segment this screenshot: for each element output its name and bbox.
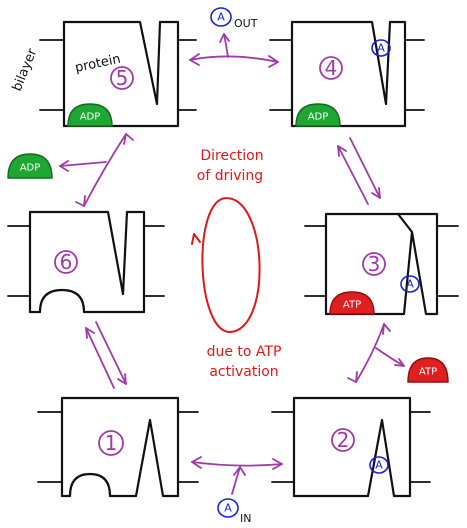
- arrow-6-5: [59, 133, 134, 207]
- substrate-a-in: A IN: [217, 498, 251, 525]
- svg-text:1: 1: [105, 431, 118, 455]
- svg-text:5: 5: [116, 66, 129, 90]
- svg-text:3: 3: [368, 252, 381, 276]
- in-label: IN: [240, 512, 251, 525]
- substrate-a-in-state-2: A: [369, 456, 389, 474]
- driving-cycle-loop: [201, 197, 261, 334]
- svg-text:4: 4: [325, 56, 338, 80]
- due-text-line1: due to ATP: [207, 344, 282, 360]
- arrow-5-4: [189, 33, 279, 68]
- state-2-box: 2 A: [271, 396, 431, 498]
- svg-text:A: A: [375, 459, 383, 472]
- svg-text:A: A: [406, 278, 414, 291]
- arrow-3-2: [347, 323, 405, 383]
- svg-text:ATP: ATP: [419, 367, 437, 378]
- svg-text:A: A: [217, 11, 225, 24]
- state-3-box: 3 A ATP: [304, 212, 459, 316]
- out-label: OUT: [234, 17, 258, 30]
- svg-text:ADP: ADP: [80, 112, 101, 123]
- bilayer-label: bilayer: [10, 46, 41, 93]
- driving-cycle-arrowhead: [191, 233, 201, 245]
- state-6-box: 6: [7, 210, 165, 314]
- state-5-marker: 5: [110, 66, 134, 90]
- atp-cap-state-3: ATP: [329, 291, 375, 315]
- svg-text:ADP: ADP: [20, 163, 41, 174]
- svg-text:2: 2: [337, 428, 350, 452]
- substrate-a-in-state-3: A: [400, 275, 420, 293]
- atp-free: ATP: [407, 357, 449, 383]
- direction-text-line1: Direction: [200, 148, 263, 164]
- state-1-marker: 1: [98, 430, 124, 456]
- svg-text:6: 6: [60, 250, 73, 274]
- svg-text:A: A: [377, 42, 385, 55]
- state-3-marker: 3: [362, 252, 386, 276]
- substrate-a-out: A OUT: [210, 7, 258, 30]
- svg-text:A: A: [224, 502, 232, 515]
- svg-text:ATP: ATP: [343, 300, 361, 311]
- adp-cap-state-4: ADP: [295, 103, 341, 127]
- arrow-1-6: [85, 321, 127, 389]
- state-5-box: bilayer protein 5 ADP: [10, 20, 197, 128]
- substrate-a-in-state-4: A: [371, 39, 391, 57]
- adp-cap-state-5: ADP: [67, 103, 113, 127]
- driving-direction-annotation: Direction of driving due to ATP activati…: [191, 148, 282, 380]
- state-6-marker: 6: [54, 250, 78, 274]
- state-1-box: 1: [37, 396, 199, 498]
- svg-text:ADP: ADP: [308, 112, 329, 123]
- state-4-box: 4 A ADP: [269, 20, 425, 128]
- direction-text-line2: of driving: [197, 168, 263, 184]
- state-2-marker: 2: [331, 428, 355, 452]
- arrow-4-3: [337, 137, 381, 205]
- adp-free: ADP: [7, 153, 53, 179]
- due-text-line2: activation: [209, 364, 278, 380]
- state-4-marker: 4: [319, 56, 343, 80]
- arrow-2-1: [191, 456, 283, 495]
